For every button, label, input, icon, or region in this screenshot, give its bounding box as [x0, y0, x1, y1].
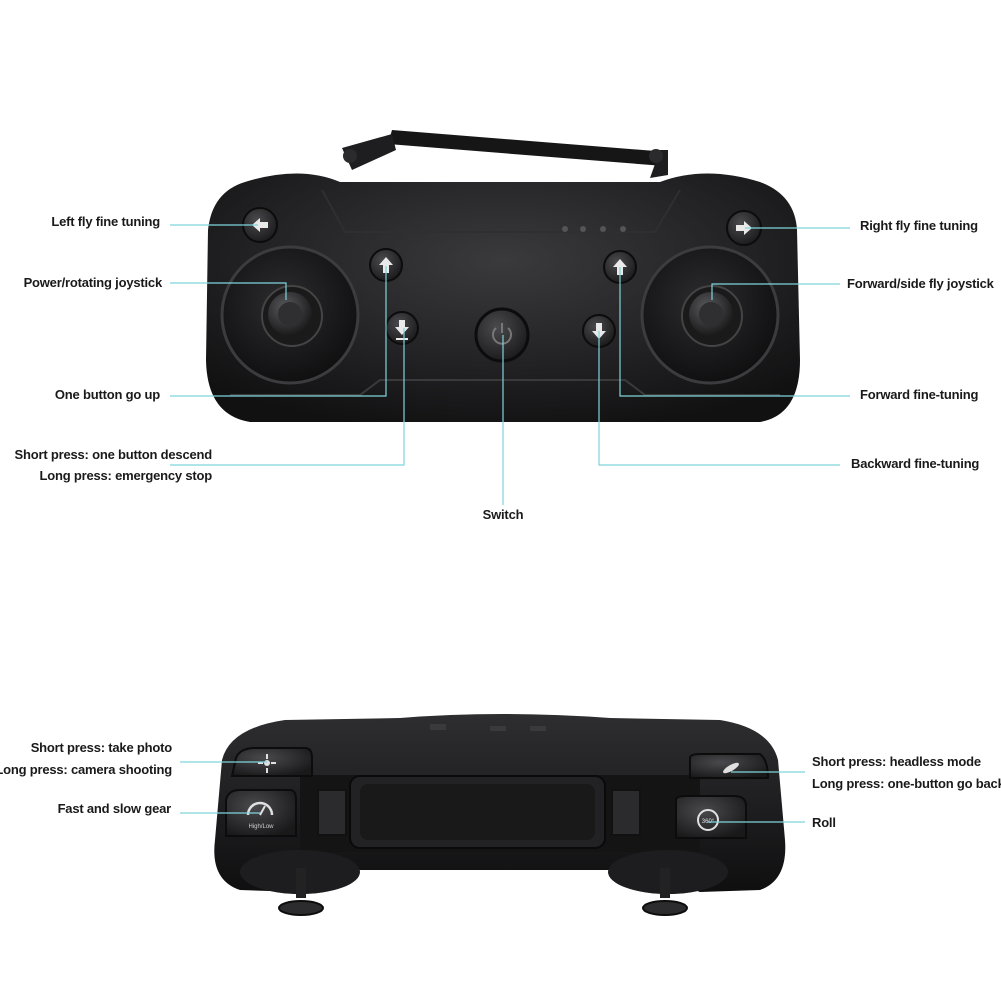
front-body [206, 173, 800, 422]
right-joystick[interactable] [640, 245, 780, 385]
left-joystick[interactable] [220, 245, 360, 385]
label-right-fine-tuning: Right fly fine tuning [860, 218, 978, 233]
label-descend-line1: Short press: one button descend [14, 447, 213, 462]
left-arrow-icon [252, 218, 268, 232]
label-power-joystick: Power/rotating joystick [23, 275, 163, 290]
roll-button[interactable]: 360° [675, 795, 747, 839]
camera-button[interactable] [230, 747, 313, 777]
headless-icon [723, 762, 739, 774]
speedometer-icon [246, 801, 274, 816]
label-forward-fine: Forward fine-tuning [860, 387, 979, 402]
label-forward-joystick: Forward/side fly joystick [847, 276, 994, 291]
label-left-fine-tuning: Left fly fine tuning [51, 214, 160, 229]
down-arrow-icon [395, 320, 409, 335]
label-headless-line1: Short press: headless mode [812, 754, 981, 769]
label-photo-line1: Short press: take photo [30, 740, 173, 755]
descend-button[interactable] [385, 311, 419, 345]
label-backward-fine: Backward fine-tuning [851, 456, 980, 471]
phone-holder [342, 130, 668, 178]
right-arrow-icon [736, 221, 752, 235]
up-arrow-icon [379, 257, 393, 273]
power-icon [492, 323, 512, 345]
front-controller [206, 130, 800, 422]
label-photo-line2: Long press: camera shooting [0, 762, 172, 777]
top-controller: High/Low 360° [214, 714, 786, 916]
status-leds [562, 226, 626, 232]
top-leader-lines [180, 761, 805, 823]
label-roll: Roll [812, 815, 836, 830]
left-thumbstick[interactable] [278, 868, 324, 916]
label-headless-line2: Long press: one-button go back [812, 776, 1001, 791]
front-leader-lines [170, 224, 850, 505]
right-thumbstick[interactable] [642, 868, 688, 916]
label-descend-line2: Long press: emergency stop [39, 468, 212, 483]
power-switch-button[interactable] [474, 307, 530, 363]
headless-button[interactable] [689, 753, 770, 779]
label-gear: Fast and slow gear [57, 801, 172, 816]
gear-button-text: High/Low [248, 824, 274, 830]
gear-button[interactable]: High/Low [225, 789, 297, 837]
label-go-up: One button go up [54, 387, 160, 402]
label-switch: Switch [482, 507, 524, 522]
